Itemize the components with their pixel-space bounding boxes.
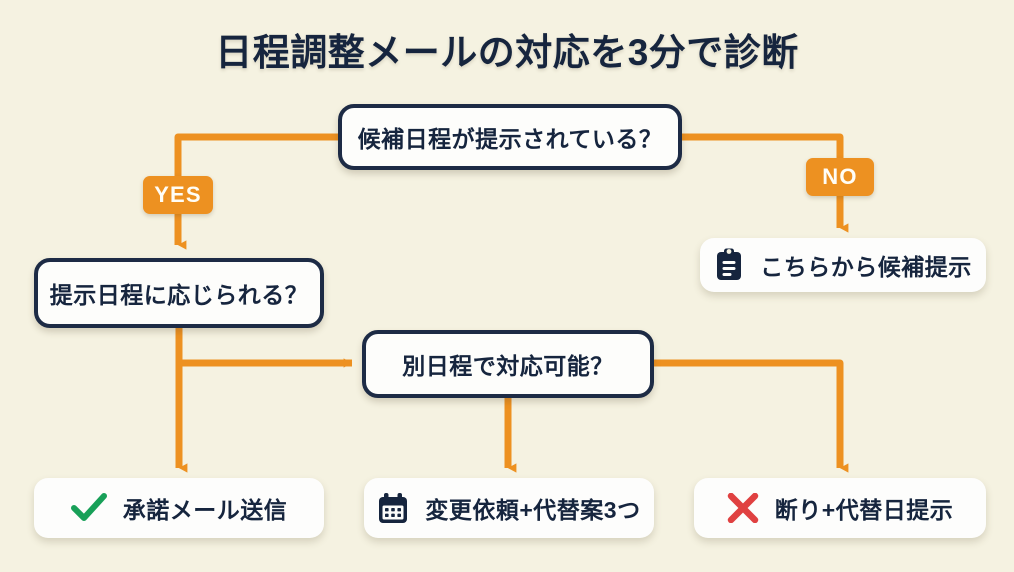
result-change-label: 変更依頼+代替案3つ <box>425 497 641 523</box>
decision-box-q3[interactable]: 別日程で対応可能？ <box>362 330 654 398</box>
decision-q3-label: 別日程で対応可能？ <box>402 353 614 379</box>
calendar-icon <box>377 492 409 525</box>
edge-q3-to-decline <box>654 359 849 473</box>
result-card-change[interactable]: 変更依頼+代替案3つ <box>364 478 654 538</box>
result-card-decline[interactable]: 断り+代替日提示 <box>694 478 986 538</box>
branch-badge-no: NO <box>806 158 874 196</box>
result-card-accept[interactable]: 承諾メール送信 <box>34 478 324 538</box>
decision-q2-label: 提示日程に応じられる？ <box>49 282 309 308</box>
check-icon <box>70 493 107 523</box>
decision-q1-label: 候補日程が提示されている？ <box>357 126 663 152</box>
edge-q1-no-to-propose <box>682 133 849 233</box>
clipboard-icon <box>714 248 744 282</box>
decision-box-q2[interactable]: 提示日程に応じられる？ <box>34 258 324 328</box>
decision-box-q1[interactable]: 候補日程が提示されている？ <box>338 104 682 170</box>
result-decline-label: 断り+代替日提示 <box>774 497 954 523</box>
cross-icon <box>727 493 759 523</box>
page-title: 日程調整メールの対応を3分で診断 <box>215 32 799 73</box>
result-accept-label: 承諾メール送信 <box>122 497 288 523</box>
result-card-propose[interactable]: こちらから候補提示 <box>700 238 986 292</box>
branch-badge-yes: YES <box>143 176 213 214</box>
result-propose-label: こちらから候補提示 <box>760 254 972 280</box>
